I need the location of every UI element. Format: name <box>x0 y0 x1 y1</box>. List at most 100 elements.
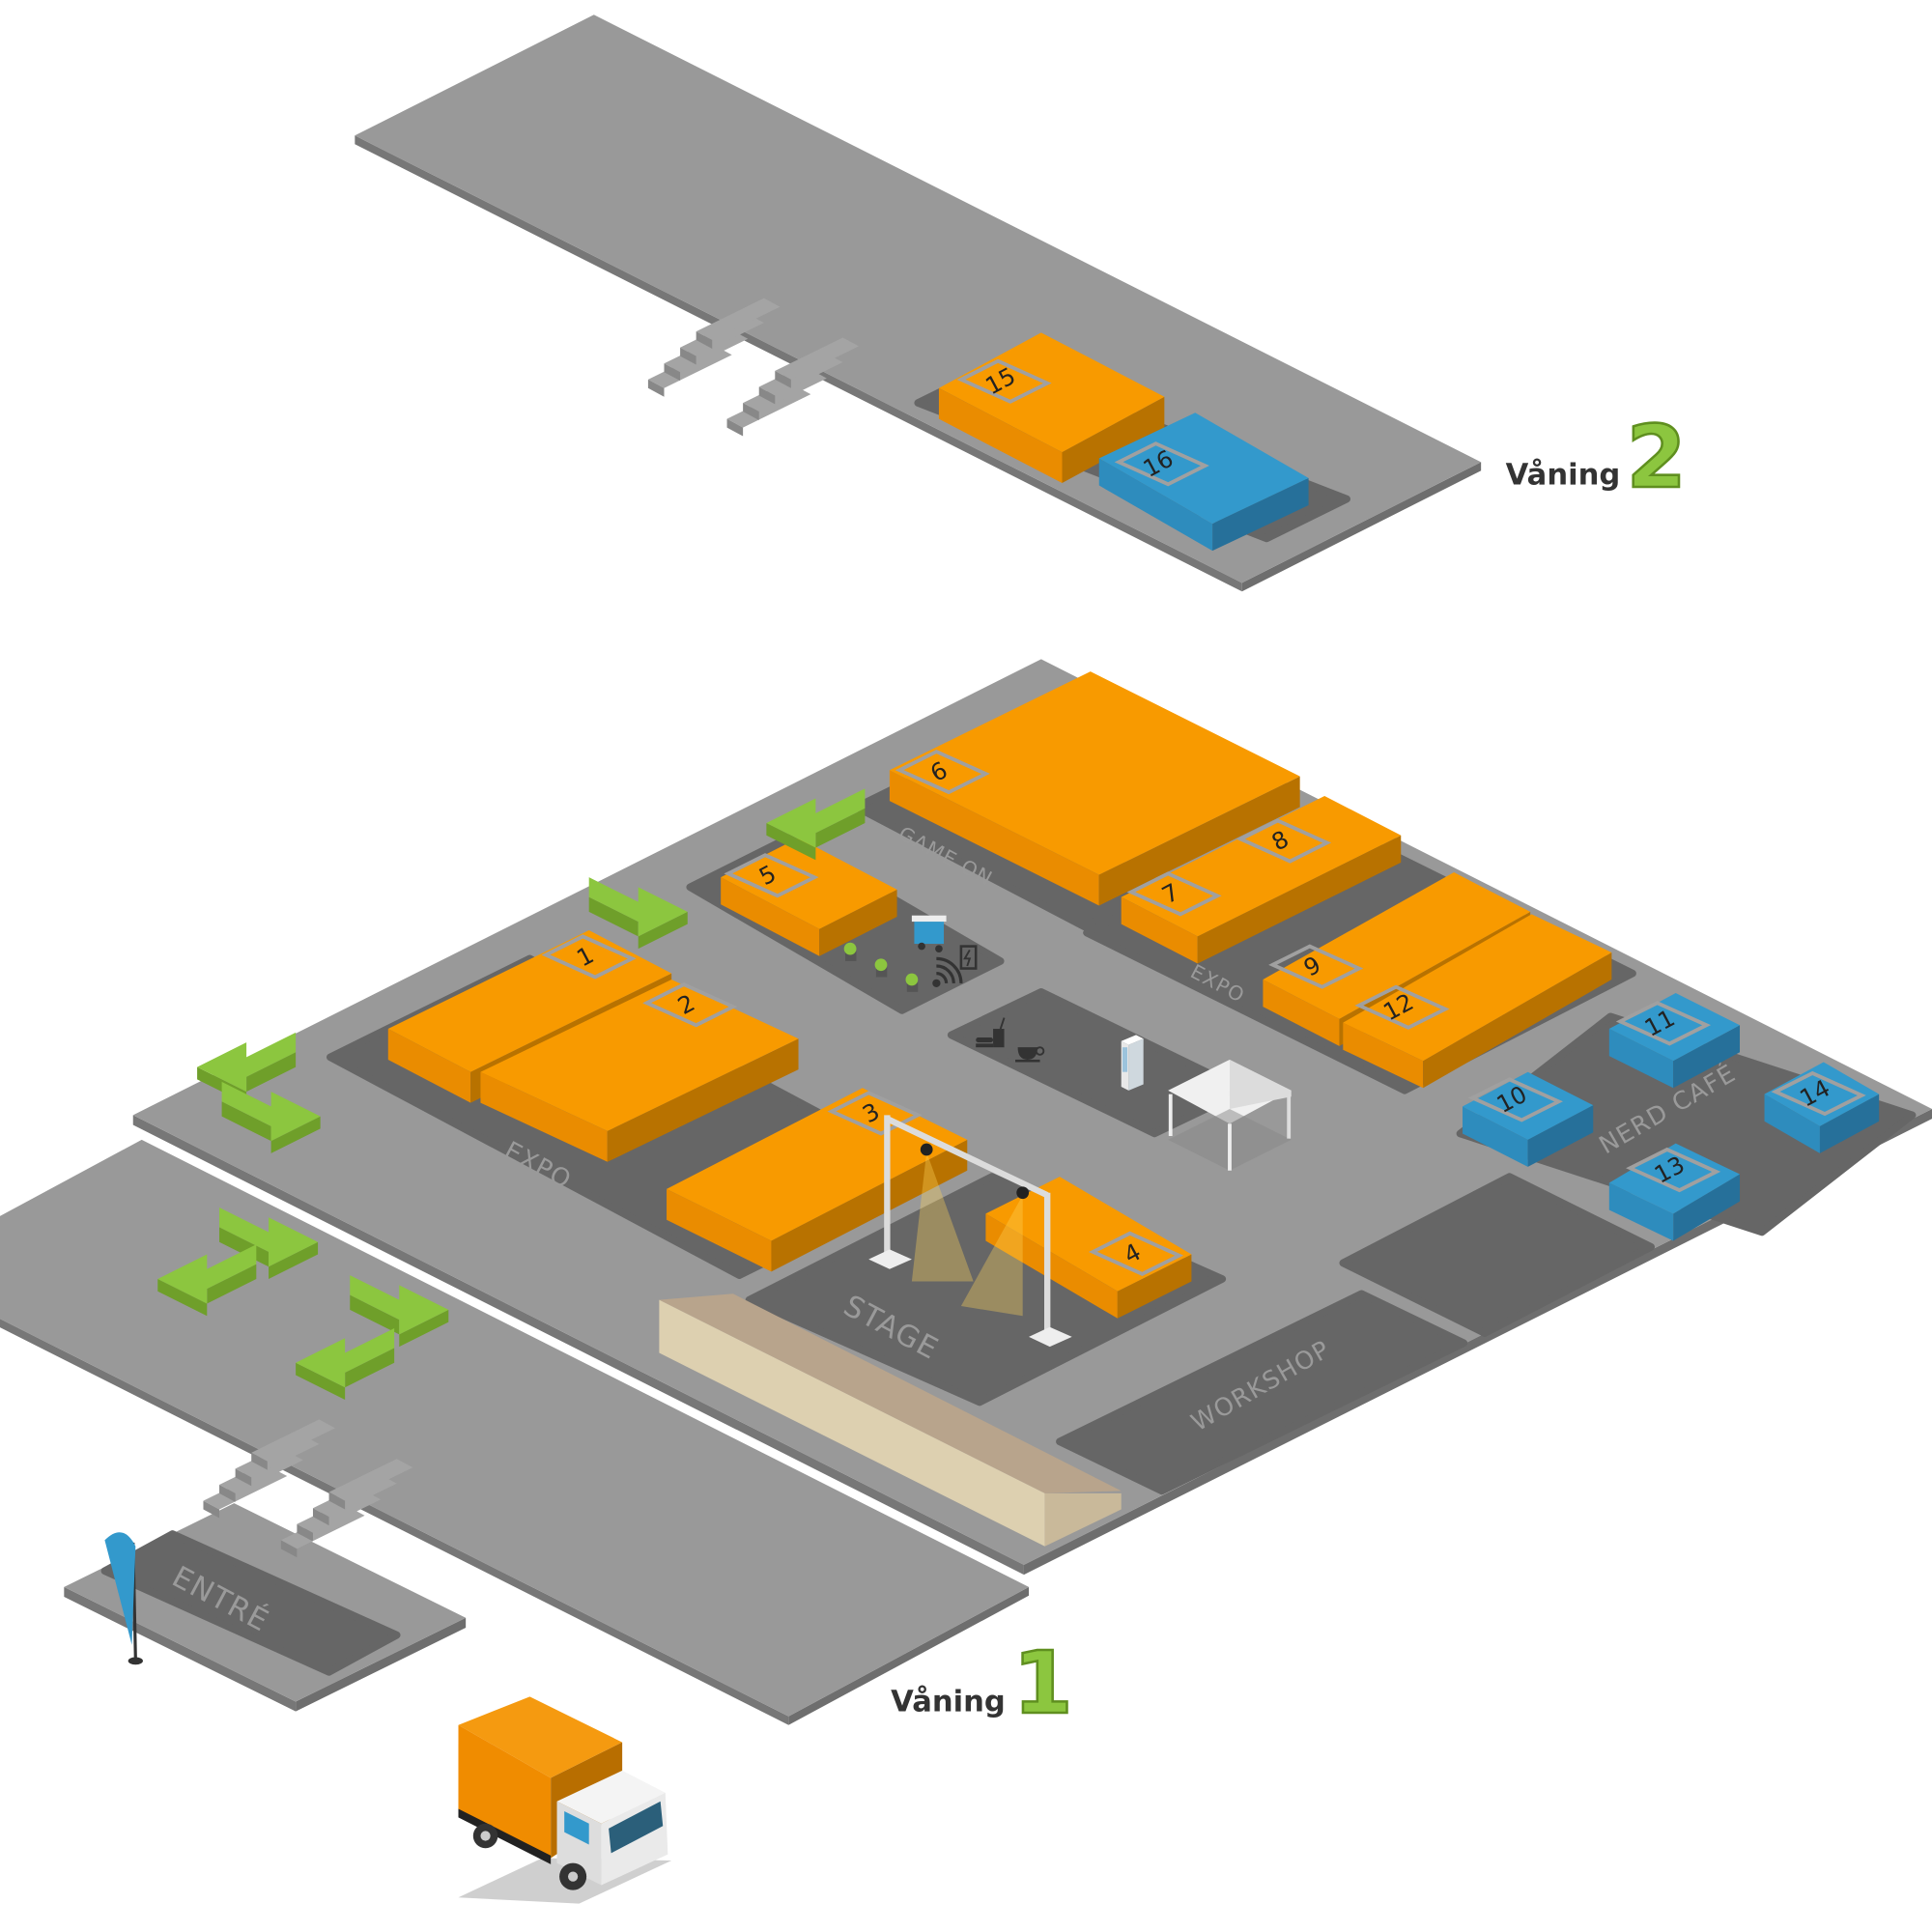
food-icon <box>976 1017 1006 1048</box>
street-plate-edge-left <box>0 1319 789 1725</box>
booth-side-left <box>1121 896 1198 964</box>
booth-side-right <box>1197 835 1402 964</box>
coffee-icon <box>1015 1046 1045 1063</box>
booth-label-plate <box>1114 441 1209 487</box>
booth-side-right <box>1819 1094 1880 1153</box>
stair-riser <box>280 1540 298 1558</box>
stair-riser <box>775 370 791 388</box>
booth-top <box>1463 1071 1594 1140</box>
arrow-side <box>296 1362 346 1400</box>
arrow-top <box>197 1032 297 1093</box>
zone-empty <box>1339 1173 1656 1337</box>
stairs-entrance-left <box>203 1419 335 1519</box>
arrow-1 <box>588 877 688 950</box>
charging-icon <box>959 945 978 970</box>
booth-label-plate <box>1354 984 1450 1030</box>
arrow-side <box>157 1278 208 1317</box>
booth-side-left <box>387 1029 471 1103</box>
booth-13[interactable]: 13 <box>1608 1143 1741 1241</box>
booth-top <box>721 838 897 929</box>
stair-riser <box>297 1523 313 1542</box>
zone-entrance <box>100 1530 401 1676</box>
booth-label-plate <box>1771 1070 1866 1117</box>
booth-label-plate <box>827 1091 923 1136</box>
booth-side-right <box>1423 952 1612 1089</box>
arrow-side <box>638 911 688 950</box>
arrow-4 <box>221 1081 321 1153</box>
stair-riser <box>743 403 759 420</box>
booth-15[interactable]: 15 <box>938 332 1165 483</box>
booth-2[interactable]: 2 <box>480 980 799 1162</box>
props <box>104 915 1292 1904</box>
booth-12[interactable]: 12 <box>1343 914 1612 1089</box>
stairs-entrance-right <box>280 1459 413 1558</box>
booth-label-plate <box>1467 1077 1563 1122</box>
arrow-7 <box>350 1275 449 1348</box>
bleachers-end <box>1044 1492 1122 1547</box>
booth-10[interactable]: 10 <box>1463 1071 1594 1167</box>
booth-6[interactable]: 6 <box>889 671 1300 906</box>
booth-5[interactable]: 5 <box>721 838 897 956</box>
booth-top <box>1608 1143 1741 1214</box>
truck-icon <box>458 1696 672 1904</box>
arrow-top <box>350 1275 449 1335</box>
booth-side-left <box>1764 1094 1820 1153</box>
zone-workshop <box>1056 1290 1468 1495</box>
stair-riser <box>758 386 776 405</box>
booth-14[interactable]: 14 <box>1764 1062 1880 1153</box>
stair-riser <box>328 1492 346 1510</box>
floor-1-label: Våning <box>891 1685 1006 1719</box>
booth-side-left <box>1098 458 1213 552</box>
arrow-side <box>345 1348 395 1388</box>
info-kiosk-icon <box>1121 1035 1144 1091</box>
booth-label-plate <box>1088 1231 1184 1276</box>
floor-plates <box>0 14 1932 1725</box>
booth-side-right <box>1673 1025 1741 1089</box>
street-plate-edge-right <box>788 1586 1030 1725</box>
arrow-side <box>207 1264 257 1304</box>
floor-2-label: Våning <box>1506 457 1621 492</box>
floor-2-number: 2 <box>1627 408 1687 508</box>
stair-riser <box>680 347 696 365</box>
stair-step <box>775 337 860 380</box>
booth-3[interactable]: 3 <box>667 1088 968 1272</box>
arrow-top <box>588 877 688 937</box>
booth-4[interactable]: 4 <box>985 1177 1192 1319</box>
booth-side-right <box>1062 396 1165 483</box>
booth-side-right <box>607 1038 799 1162</box>
stair-riser <box>647 379 665 397</box>
stair-riser <box>203 1500 220 1519</box>
stairs <box>203 298 860 1558</box>
booth-11[interactable]: 11 <box>1608 993 1741 1089</box>
bleachers-front <box>659 1299 1045 1547</box>
truss-icon <box>868 1115 1072 1348</box>
booth-side-right <box>819 889 897 956</box>
booth-label-plate <box>1236 818 1332 864</box>
booth-top <box>889 671 1300 875</box>
booth-16[interactable]: 16 <box>1098 412 1309 552</box>
direction-arrows <box>157 788 866 1400</box>
stair-step <box>696 298 781 341</box>
booth-side-left <box>1263 980 1340 1046</box>
booth-side-right <box>1527 1105 1594 1167</box>
arrow-side <box>766 823 816 861</box>
floor-2-plate-edge-right <box>1241 462 1482 592</box>
arrow-top <box>221 1081 321 1142</box>
booth-label-plate <box>1126 871 1222 917</box>
booth-label-plate <box>1626 1147 1721 1193</box>
booth-label-plate <box>895 749 990 795</box>
arrow-top <box>766 788 866 848</box>
spotlights <box>911 1143 1030 1317</box>
booth-side-right <box>1117 1254 1192 1319</box>
booth-7-8[interactable]: 87 <box>1121 795 1402 964</box>
arrow-top <box>296 1328 395 1388</box>
stairs-floor-2-right <box>726 337 860 437</box>
stair-riser <box>219 1484 236 1502</box>
booth-side-right <box>771 1139 968 1272</box>
booth-label-plate <box>956 358 1052 404</box>
stair-riser <box>251 1452 268 1470</box>
arrow-side <box>815 808 866 848</box>
street-plate <box>0 1139 1030 1725</box>
